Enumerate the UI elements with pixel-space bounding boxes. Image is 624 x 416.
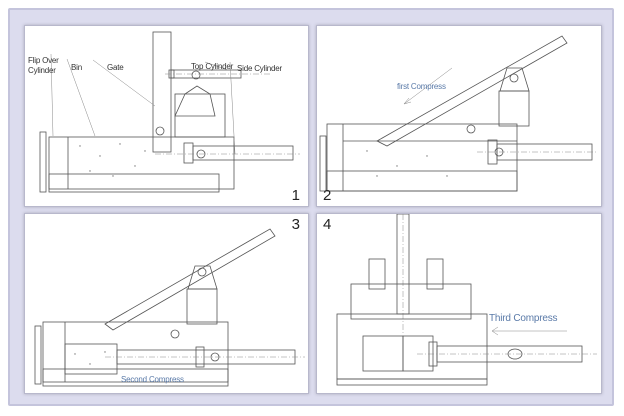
step-number: 1 xyxy=(291,187,300,204)
caption-second-compress: Second Compress xyxy=(121,375,184,384)
step-number: 4 xyxy=(323,216,332,233)
baler-diagram-step-1 xyxy=(39,31,300,193)
label-flip-over: Flip Over xyxy=(28,56,59,65)
baler-diagram-step-4 xyxy=(336,214,597,386)
baler-diagram-step-3 xyxy=(34,228,305,387)
caption-third-compress: Third Compress xyxy=(489,313,558,324)
label-top-cylinder: Top Cylinder xyxy=(191,62,234,71)
panel-1: Flip Over Cylinder Bin Gate Top Cylinder… xyxy=(24,25,309,207)
label-side-cylinder: Side Cylinder xyxy=(237,64,282,73)
step-number: 3 xyxy=(291,216,300,233)
step-number: 2 xyxy=(323,187,332,204)
panel-2: first Compress 2 xyxy=(316,25,602,207)
panel-3: Second Compress 3 xyxy=(24,213,309,394)
panel-4: Third Compress 4 xyxy=(316,213,602,394)
label-gate: Gate xyxy=(107,63,124,72)
baler-diagram-step-2 xyxy=(319,35,597,192)
caption-first-compress: first Compress xyxy=(397,82,446,91)
label-bin: Bin xyxy=(71,63,82,72)
label-cylinder: Cylinder xyxy=(28,66,56,75)
